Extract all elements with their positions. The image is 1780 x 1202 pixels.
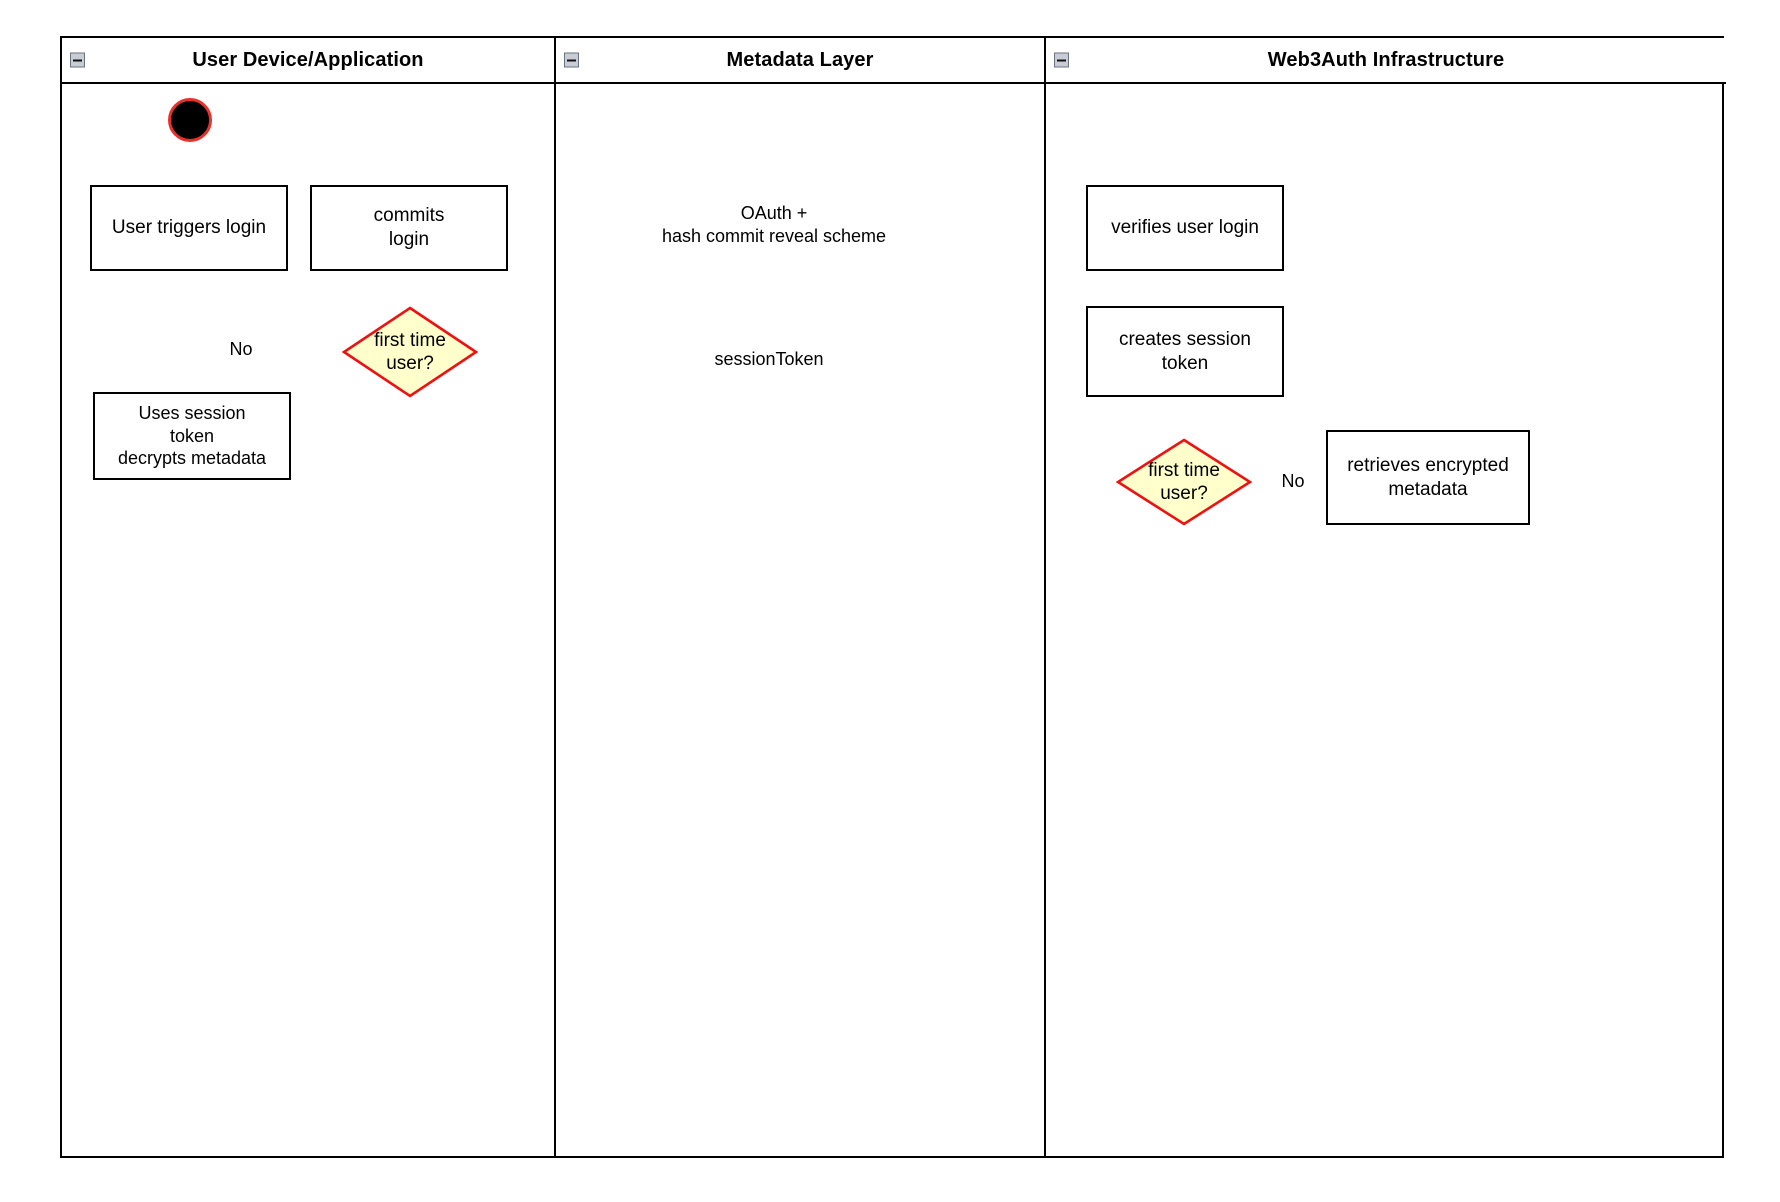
edge-label-session-token: sessionToken bbox=[700, 348, 838, 371]
edge-label-no-server: No bbox=[1267, 470, 1319, 493]
decision-first-time-user-client[interactable]: first time user? bbox=[342, 306, 478, 398]
lane-title-user-device: User Device/Application bbox=[192, 48, 424, 71]
lane-title-web3auth: Web3Auth Infrastructure bbox=[1267, 48, 1505, 71]
decision-first-time-user-server[interactable]: first time user? bbox=[1116, 438, 1252, 526]
activity-user-triggers-login[interactable]: User triggers login bbox=[90, 185, 288, 271]
activity-uses-session-token[interactable]: Uses session token decrypts metadata bbox=[93, 392, 291, 480]
lane-metadata-layer: Metadata Layer bbox=[554, 38, 1044, 1156]
minus-icon[interactable] bbox=[70, 52, 85, 68]
lane-header-web3auth[interactable]: Web3Auth Infrastructure bbox=[1046, 38, 1726, 84]
activity-creates-session-token[interactable]: creates session token bbox=[1086, 306, 1284, 397]
lane-header-metadata-layer[interactable]: Metadata Layer bbox=[556, 38, 1044, 84]
decision-shape bbox=[342, 306, 478, 398]
decision-label: first time user? bbox=[374, 329, 446, 374]
lane-header-user-device[interactable]: User Device/Application bbox=[62, 38, 554, 84]
minus-icon[interactable] bbox=[1054, 52, 1069, 68]
lane-title-metadata-layer: Metadata Layer bbox=[726, 48, 874, 71]
activity-commits-login[interactable]: commits login bbox=[310, 185, 508, 271]
minus-icon[interactable] bbox=[564, 52, 579, 68]
initial-node[interactable] bbox=[168, 98, 212, 142]
activity-verifies-user-login[interactable]: verifies user login bbox=[1086, 185, 1284, 271]
edge-label-oauth: OAuth + hash commit reveal scheme bbox=[625, 202, 923, 247]
lane-user-device: User Device/Application bbox=[62, 38, 554, 1156]
lane-web3auth: Web3Auth Infrastructure bbox=[1044, 38, 1726, 1156]
activity-retrieves-encrypted-metadata[interactable]: retrieves encrypted metadata bbox=[1326, 430, 1530, 525]
decision-shape bbox=[1116, 438, 1252, 526]
decision-label: first time user? bbox=[1148, 459, 1220, 504]
edge-label-no-client: No bbox=[215, 338, 267, 361]
